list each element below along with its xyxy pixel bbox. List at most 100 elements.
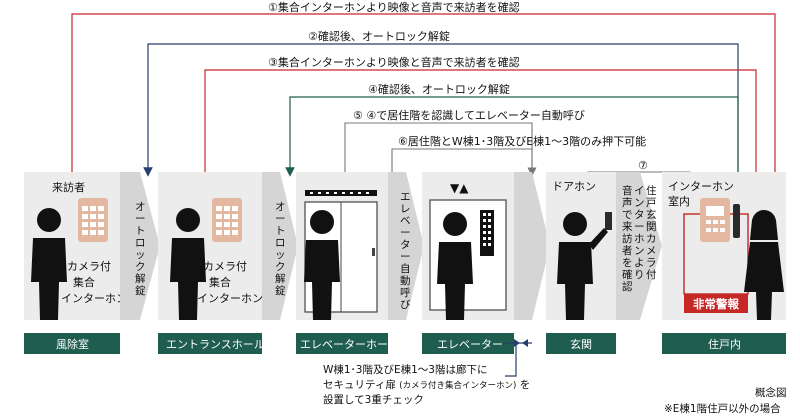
- route-4-label: ④確認後、オートロック解錠: [368, 82, 510, 96]
- panel-dwelling: インターホン 室内 非常警報: [662, 172, 786, 320]
- svg-text:よ: よ: [634, 257, 645, 269]
- svg-text:レ: レ: [400, 203, 411, 215]
- svg-text:オ: オ: [135, 201, 146, 213]
- area-label-dwelling: 住戸内: [708, 337, 741, 351]
- svg-text:ク: ク: [135, 261, 146, 273]
- svg-text:ラ: ラ: [646, 257, 657, 269]
- device-label-1a: カメラ付: [67, 260, 111, 273]
- svg-text:関: 関: [646, 221, 657, 233]
- route-2-label: ②確認後、オートロック解錠: [308, 29, 450, 43]
- chevron-autolock-2-text: オ ー ト ロ ッ ク 解 錠: [275, 201, 286, 297]
- panel-elevator-hall: [296, 172, 388, 320]
- route-2: ②確認後、オートロック解錠: [143, 29, 739, 180]
- security-door-suffix: を: [520, 379, 531, 391]
- chevron-autolock-2: [262, 172, 298, 320]
- device-label-2b: 集合: [209, 275, 231, 289]
- panel-elevator: ▼▲: [422, 172, 514, 320]
- route-4: ④確認後、オートロック解錠: [285, 82, 739, 180]
- svg-text:ン: ン: [634, 245, 645, 257]
- area-labels: 風除室 エントランスホール エレベーターホール エレベーター 玄関 住戸内: [24, 333, 786, 354]
- elevator-direction-icon: ▼▲: [450, 181, 469, 195]
- area-label-vestibule: 風除室: [56, 337, 89, 351]
- area-label-dwelling-bg: [662, 333, 786, 354]
- camera-intercom-icon-2: [212, 198, 242, 242]
- route-6-label: ⑥居住階とW棟1･3階及びE棟1～3階のみ押下可能: [398, 134, 646, 148]
- resident-figure: [744, 210, 784, 320]
- area-label-vestibule-bg: [24, 333, 120, 354]
- diagram-caption: 概念図: [755, 386, 787, 399]
- svg-text:声: 声: [622, 196, 633, 209]
- door-phone-icon: [605, 212, 612, 230]
- route-5: ⑤ ④で居住階を認識してエレベーター自動呼び: [344, 108, 585, 177]
- chevron-autolock-1-text: オ ー ト ロ ッ ク 解 錠: [135, 201, 146, 297]
- svg-text:イ: イ: [634, 185, 645, 197]
- footnote: ※E棟1階住戸以外の場合: [664, 402, 781, 415]
- svg-text:ッ: ッ: [275, 249, 286, 261]
- route-6: ⑥居住階とW棟1･3階及びE棟1～3階のみ押下可能: [391, 134, 646, 177]
- visitor-figure: [31, 208, 67, 320]
- security-note-line-1: W棟1･3階及びE棟1～3階は廊下に: [323, 363, 488, 376]
- svg-text:メ: メ: [646, 245, 657, 257]
- svg-text:タ: タ: [634, 209, 645, 221]
- visitor-figure-3: [304, 210, 340, 320]
- svg-text:ト: ト: [135, 225, 146, 237]
- route-3: ③集合インターホンより映像と音声で来訪者を確認: [204, 55, 761, 199]
- device-label-2a: カメラ付: [203, 260, 247, 273]
- svg-text:訪: 訪: [622, 232, 633, 245]
- svg-text:ベ: ベ: [400, 215, 411, 227]
- chevron-elevator-exit: [514, 172, 550, 320]
- room-intercom-label-1: インターホン: [668, 180, 734, 193]
- camera-intercom-icon: [78, 198, 108, 242]
- chevron-elevator-call: [388, 172, 424, 320]
- svg-text:来: 来: [622, 221, 633, 233]
- panel-vestibule: 来訪者 カメラ付 集合 インターホン: [24, 172, 127, 320]
- svg-text:ッ: ッ: [135, 249, 146, 261]
- svg-text:動: 動: [400, 274, 411, 287]
- svg-text:び: び: [400, 299, 411, 311]
- svg-text:ー: ー: [275, 213, 286, 225]
- panel-front-door: ドアホン: [546, 172, 616, 320]
- route-7-label: ⑦: [638, 159, 648, 172]
- area-label-elevator-hall-bg: [296, 333, 388, 354]
- svg-text:解: 解: [135, 272, 146, 285]
- svg-text:者: 者: [622, 245, 633, 257]
- elevator-button-panel-icon: [480, 210, 494, 256]
- connector-arrow-left-icon: [522, 339, 528, 347]
- svg-text:呼: 呼: [400, 287, 411, 299]
- visitor-figure-2: [170, 208, 206, 320]
- svg-text:で: で: [622, 209, 633, 221]
- svg-text:ー: ー: [400, 227, 411, 239]
- panel-entrance-hall: カメラ付 集合 インターホン: [158, 172, 263, 320]
- device-label-1c: インターホン: [61, 292, 127, 305]
- svg-text:ロ: ロ: [135, 237, 146, 249]
- svg-text:錠: 錠: [275, 284, 286, 297]
- svg-text:ト: ト: [275, 225, 286, 237]
- svg-text:ー: ー: [634, 221, 645, 233]
- svg-text:タ: タ: [400, 239, 411, 251]
- connector-arrow-right-icon: [514, 339, 520, 347]
- svg-text:音: 音: [622, 184, 633, 197]
- chevron-door-camera-text: 住 戸 玄 関 カ メ ラ 付 イ ン タ ー ホ ン よ り 音 声 で 来 …: [622, 184, 657, 293]
- chevron-door-camera: [616, 172, 662, 320]
- security-note-line-3: 設置して3重チェック: [323, 393, 424, 406]
- area-label-entrance-hall: エントランスホール: [166, 338, 265, 351]
- security-door-text: セキュリティ扉: [323, 378, 396, 391]
- svg-text:ロ: ロ: [275, 237, 286, 249]
- security-check-note: W棟1･3階及びE棟1～3階は廊下に セキュリティ扉 (カメラ付き集合インターホ…: [323, 339, 532, 406]
- emergency-alarm-badge: [684, 294, 748, 313]
- svg-text:ク: ク: [275, 261, 286, 273]
- door-phone-label: ドアホン: [552, 180, 596, 193]
- svg-text:玄: 玄: [646, 208, 657, 221]
- svg-text:戸: 戸: [646, 197, 657, 209]
- svg-text:認: 認: [622, 280, 633, 293]
- security-note-line-2: セキュリティ扉 (カメラ付き集合インターホン) を: [323, 378, 530, 391]
- room-intercom-label-2: 室内: [668, 194, 690, 208]
- visitor-figure-5: [557, 212, 608, 320]
- svg-text:を: を: [622, 257, 633, 269]
- route-5-label: ⑤ ④で居住階を認識してエレベーター自動呼び: [353, 108, 585, 122]
- svg-text:ホ: ホ: [634, 233, 645, 245]
- area-label-front-door: 玄関: [570, 337, 592, 351]
- chevron-autolock-1: [120, 172, 160, 320]
